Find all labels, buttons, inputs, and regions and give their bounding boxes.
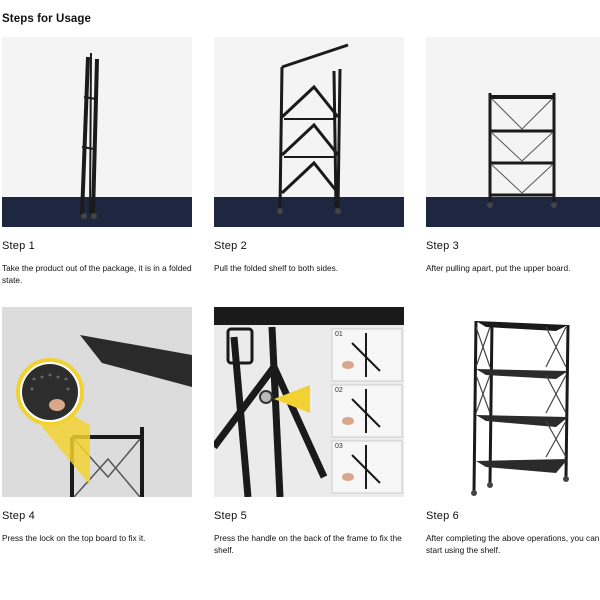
step-6-description: After completing the above operations, y… xyxy=(426,533,600,555)
step-4-image xyxy=(2,307,192,497)
step-5-sub-label-3: 03 xyxy=(335,443,343,450)
step-4-title: Step 4 xyxy=(2,510,36,522)
step-5-sub-label-2: 02 xyxy=(335,387,343,394)
step-1-image xyxy=(2,37,192,227)
step-2-description: Pull the folded shelf to both sides. xyxy=(214,263,339,273)
step-6-title: Step 6 xyxy=(426,510,460,522)
step-5-image: 01 02 03 xyxy=(214,307,404,497)
step-card-5: 01 02 03 Step 5 Press the handle on the … xyxy=(214,307,404,556)
section-heading: Steps for Usage xyxy=(2,13,92,25)
step-2-title: Step 2 xyxy=(214,240,248,252)
step-3-description: After pulling apart, put the upper board… xyxy=(426,263,571,273)
step-card-1: Step 1 Take the product out of the packa… xyxy=(2,37,192,286)
step-4-description: Press the lock on the top board to fix i… xyxy=(2,533,146,543)
step-1-description: Take the product out of the package, it … xyxy=(2,263,192,285)
step-3-image xyxy=(426,37,600,227)
step-5-description: Press the handle on the back of the fram… xyxy=(214,533,402,555)
step-5-title: Step 5 xyxy=(214,510,248,522)
step-card-6: Step 6 After completing the above operat… xyxy=(426,307,600,556)
step-5-sub-label-1: 01 xyxy=(335,331,343,338)
step-card-2: Step 2 Pull the folded shelf to both sid… xyxy=(214,37,404,274)
step-1-title: Step 1 xyxy=(2,240,36,252)
step-card-3: Step 3 After pulling apart, put the uppe… xyxy=(426,37,600,274)
step-6-image xyxy=(426,307,600,497)
step-2-image xyxy=(214,37,404,227)
step-card-4: Step 4 Press the lock on the top board t… xyxy=(2,307,192,544)
step-3-title: Step 3 xyxy=(426,240,460,252)
